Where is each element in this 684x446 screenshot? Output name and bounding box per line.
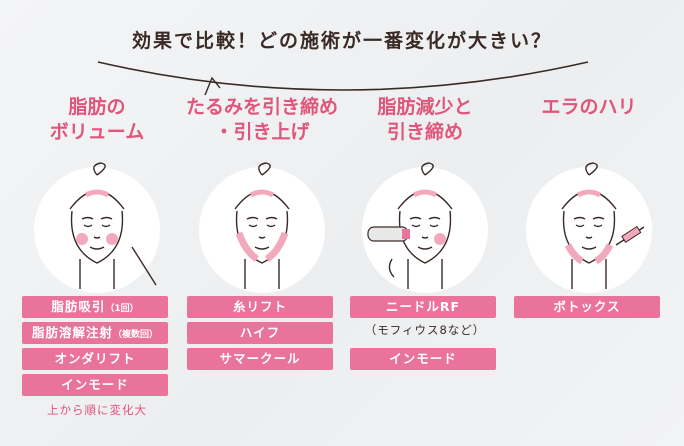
page-title: 効果で比較！どの施術が一番変化が大きい？ (131, 30, 552, 52)
treatment-pill: インモード (350, 348, 496, 370)
treatment-label: ハイフ (239, 325, 281, 340)
treatment-pill: 糸リフト (187, 296, 333, 318)
treatment-pill: ハイフ (187, 322, 333, 344)
heading-line1: 脂肪減少と (377, 96, 473, 118)
treatment-label: サマークール (219, 351, 301, 366)
heading-line2: 引き締め (386, 121, 463, 143)
title-underline-arc (97, 61, 589, 96)
treatment-label: ニードルRF (385, 299, 461, 314)
treatment-sub: （1回） (105, 304, 139, 314)
order-note: 上から順に変化大 (47, 403, 147, 417)
treatment-pill: ボトックス (514, 296, 660, 318)
treatment-label: 脂肪溶解注射 (31, 325, 113, 340)
face-fat-volume-icon (34, 162, 160, 293)
heading-line1: たるみを引き締め (185, 96, 338, 118)
treatment-label: ボトックス (553, 299, 621, 314)
column-heading: 脂肪減少と 引き締め (335, 95, 515, 145)
treatment-label: オンダリフト (54, 351, 136, 366)
heading-line2: ボリューム (49, 121, 145, 143)
treatment-sub: （複数回） (113, 330, 159, 340)
treatment-pill: 脂肪吸引（1回） (22, 296, 168, 318)
treatment-pill: サマークール (187, 348, 333, 370)
treatment-label: インモード (61, 377, 129, 392)
treatment-pill: ニードルRF (350, 296, 496, 318)
column-heading: 脂肪の ボリューム (7, 95, 187, 145)
column-heading: エラのハリ (499, 95, 679, 120)
column-heading: たるみを引き締め ・引き上げ (172, 95, 352, 145)
treatment-label: 脂肪吸引 (51, 299, 106, 314)
heading-line2: ・引き上げ (214, 121, 310, 143)
heading-line2: エラのハリ (541, 96, 637, 118)
face-sagging-icon (199, 162, 325, 293)
treatment-pill: インモード (22, 374, 168, 396)
treatment-pill: オンダリフト (22, 348, 168, 370)
face-rf-device-icon (362, 162, 488, 293)
face-injection-icon (526, 162, 652, 293)
treatment-label: 糸リフト (232, 299, 287, 314)
treatment-note: （モフィウス8など） (364, 323, 486, 337)
treatment-label: インモード (389, 351, 457, 366)
treatment-pill: 脂肪溶解注射（複数回） (22, 322, 168, 344)
heading-line1: 脂肪の (68, 96, 126, 118)
